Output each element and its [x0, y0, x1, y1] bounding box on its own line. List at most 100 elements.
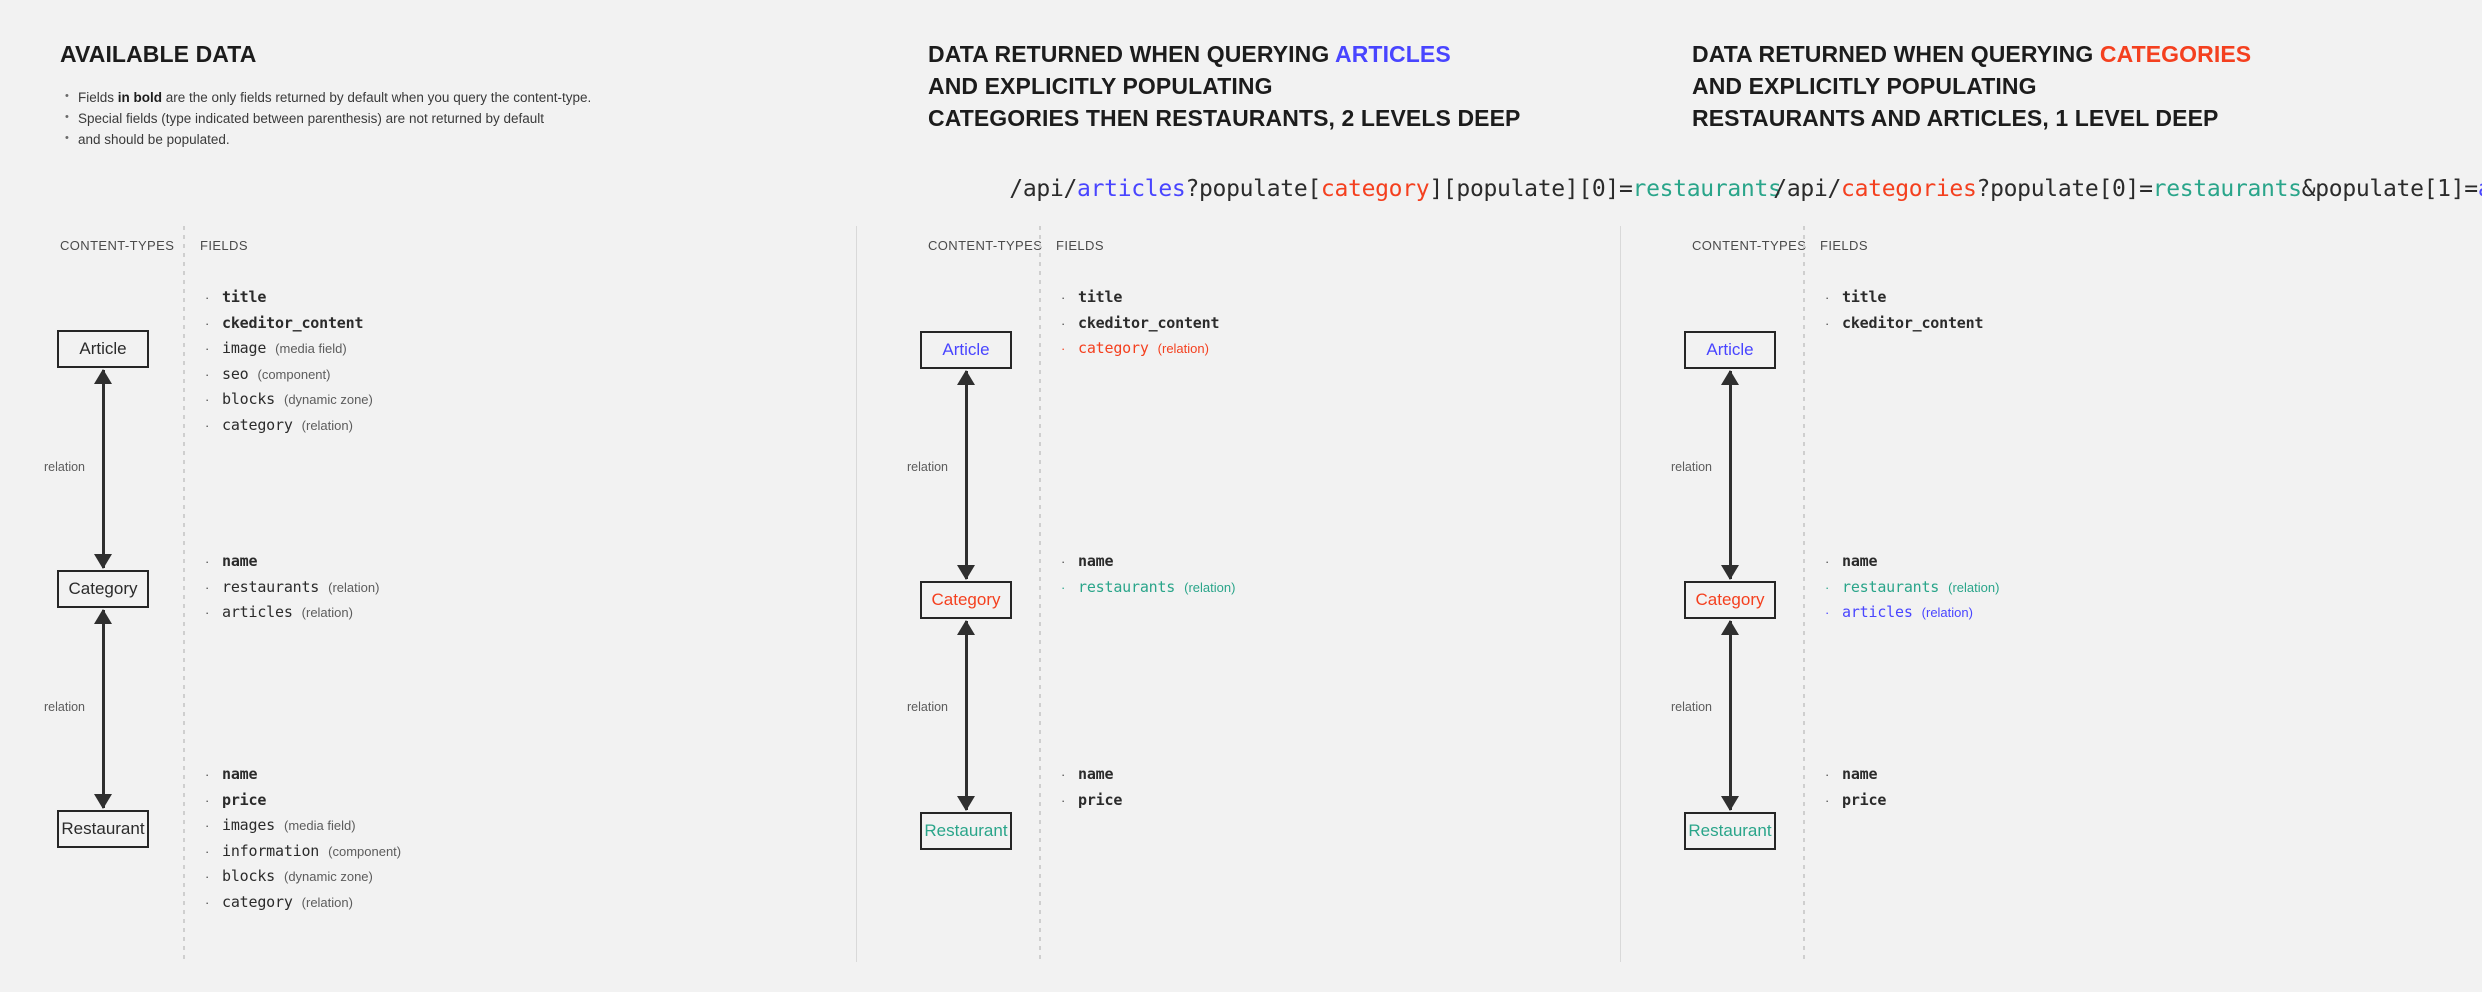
field-name: articles	[1842, 603, 1913, 622]
field-row: ·ckeditor_content	[1061, 314, 1219, 340]
entity-box-restaurant[interactable]: Restaurant	[57, 810, 149, 848]
relation-label: relation	[44, 460, 85, 474]
field-type: (dynamic zone)	[284, 392, 373, 408]
panel-divider	[1620, 226, 1621, 962]
panel-3-heading-highlight: CATEGORIES	[2099, 41, 2252, 67]
note-text-post: are the only fields returned by default …	[162, 90, 592, 105]
note-bold: in bold	[117, 90, 163, 105]
bullet-icon: ·	[1825, 605, 1830, 621]
column-header-content-types: CONTENT-TYPES	[928, 238, 1043, 253]
relation-arrow-category-restaurant	[91, 609, 115, 809]
field-name: category	[222, 892, 293, 911]
bullet-icon: ·	[205, 290, 210, 305]
field-row: · price	[1825, 791, 1886, 817]
arrow-shaft	[965, 621, 968, 810]
note-text: and should be populated.	[78, 132, 230, 147]
field-row: ·category(relation)	[205, 416, 373, 442]
entity-box-restaurant[interactable]: Restaurant	[920, 812, 1012, 850]
panel-1-heading: AVAILABLE DATA	[60, 38, 256, 70]
bullet-icon: ·	[1061, 315, 1066, 331]
field-name: images	[222, 816, 275, 835]
panel-3-heading-pre: DATA RETURNED WHEN QUERYING	[1692, 41, 2100, 67]
url-part: /api/	[1009, 176, 1078, 202]
entity-box-category[interactable]: Category	[57, 570, 149, 608]
bullet-icon: ·	[1825, 315, 1830, 331]
bullet-icon: ·	[1061, 341, 1066, 357]
field-name: restaurants	[1842, 577, 1940, 596]
field-list-category: ·name·restaurants(relation)·articles(rel…	[1825, 552, 1999, 629]
bullet-icon: ·	[205, 341, 210, 357]
url-part-category: category	[1320, 176, 1430, 202]
bullet-icon: ·	[205, 818, 210, 834]
field-name: name	[1078, 552, 1114, 570]
bullet-icon: ·	[1825, 290, 1830, 305]
panel-divider	[856, 226, 857, 962]
panel-query-articles: DATA RETURNED WHEN QUERYING ARTICLES AND…	[856, 0, 1782, 992]
bullet-icon: ·	[205, 843, 210, 859]
field-row: ·price	[1061, 791, 1122, 817]
arrow-head-down-icon	[957, 796, 975, 811]
arrow-head-up-icon	[1721, 370, 1739, 385]
field-type: (relation)	[1184, 579, 1236, 595]
field-type: (component)	[328, 843, 402, 859]
relation-label: relation	[907, 700, 948, 714]
column-header-content-types: CONTENT-TYPES	[1692, 238, 1807, 253]
note-text: Fields	[78, 90, 118, 105]
field-name: ckeditor_content	[222, 313, 364, 332]
panel-2-api-url[interactable]: /api/articles?populate[category][populat…	[928, 150, 1782, 228]
field-name: price	[222, 790, 267, 809]
field-type: (relation)	[1157, 341, 1209, 357]
url-part: ?populate[0]=	[1976, 176, 2153, 202]
field-list-article: ·title·ckeditor_content	[1825, 288, 1983, 339]
field-row: ·information(component)	[205, 842, 401, 868]
field-type: (dynamic zone)	[284, 869, 373, 885]
panel-2-heading-line3: CATEGORIES THEN RESTAURANTS, 2 LEVELS DE…	[928, 105, 1521, 131]
field-row: ·articles(relation)	[1825, 603, 1999, 629]
arrow-shaft	[965, 371, 968, 579]
field-row: ·ckeditor_content	[1825, 314, 1983, 340]
panel-3-heading-line3: RESTAURANTS AND ARTICLES, 1 LEVEL DEEP	[1692, 105, 2219, 131]
panel-3-api-url[interactable]: /api/categories?populate[0]=restaurants&…	[1692, 150, 2482, 228]
field-type: (relation)	[301, 605, 353, 621]
panel-2-heading-pre: DATA RETURNED WHEN QUERYING	[928, 41, 1335, 67]
entity-box-article[interactable]: Article	[1684, 331, 1776, 369]
field-type: (media field)	[284, 818, 356, 834]
field-row: ·seo(component)	[205, 365, 373, 391]
field-name: blocks	[222, 390, 275, 409]
field-name: restaurants	[222, 577, 320, 596]
bullet-icon: ·	[1061, 290, 1066, 305]
bullet-icon: ·	[205, 392, 210, 408]
relation-arrow-article-category	[91, 369, 115, 569]
arrow-head-down-icon	[94, 794, 112, 809]
entity-box-restaurant[interactable]: Restaurant	[1684, 812, 1776, 850]
bullet-icon: ·	[205, 869, 210, 885]
field-row: ·name	[1061, 765, 1122, 791]
bullet-icon: ·	[205, 792, 210, 808]
entity-box-category[interactable]: Category	[1684, 581, 1776, 619]
entity-box-article[interactable]: Article	[920, 331, 1012, 369]
bullet-icon: ·	[1825, 767, 1830, 782]
bullet-icon: ·	[1825, 792, 1830, 808]
panel-available-data: AVAILABLE DATA Fields in bold are the on…	[0, 0, 856, 992]
arrow-head-up-icon	[1721, 620, 1739, 635]
field-row: · name	[1825, 765, 1886, 791]
field-type: (component)	[257, 366, 331, 382]
field-row: · category (relation)	[1061, 339, 1219, 365]
relation-label: relation	[1671, 700, 1712, 714]
arrow-shaft	[1729, 621, 1732, 810]
relation-arrow-category-restaurant	[1718, 620, 1742, 811]
entity-box-article[interactable]: Article	[57, 330, 149, 368]
field-type: (relation)	[301, 417, 353, 433]
field-row: ·title	[205, 288, 373, 314]
bullet-icon: ·	[1061, 579, 1066, 595]
field-name: price	[1842, 790, 1887, 809]
field-name: blocks	[222, 867, 275, 886]
field-type: (relation)	[1948, 579, 2000, 595]
field-name: category	[1078, 339, 1149, 358]
field-list-category: ·name·restaurants(relation)	[1061, 552, 1235, 603]
entity-box-category[interactable]: Category	[920, 581, 1012, 619]
bullet-icon: ·	[205, 579, 210, 595]
field-name: name	[1842, 765, 1878, 783]
bullet-icon: ·	[205, 894, 210, 910]
arrow-head-down-icon	[94, 554, 112, 569]
